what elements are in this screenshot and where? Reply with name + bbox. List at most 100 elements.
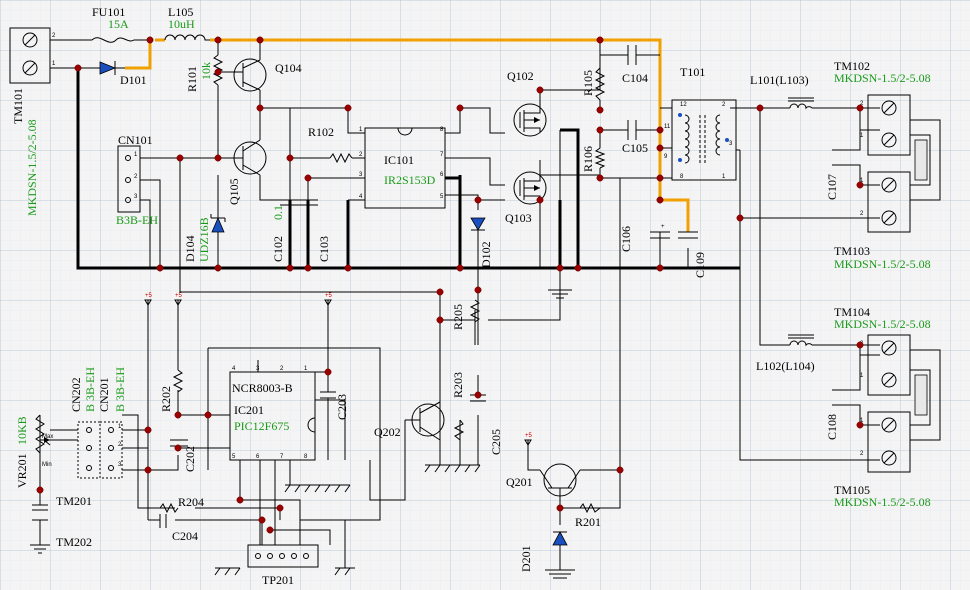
svg-text:1: 1 xyxy=(118,424,122,430)
power-flag-label: +5 xyxy=(145,293,153,299)
terminal-tm102: 21 xyxy=(860,94,911,156)
svg-text:3: 3 xyxy=(729,141,733,147)
svg-text:12: 12 xyxy=(680,102,687,108)
label-tm101: TM101 xyxy=(11,88,25,124)
fuse-fu101 xyxy=(91,37,150,43)
value-c102: 0.1 xyxy=(271,205,285,220)
label-cn101: CN101 xyxy=(118,133,153,147)
label-r102: R102 xyxy=(308,125,334,139)
label-q104: Q104 xyxy=(275,61,302,75)
terminal-tm103: 12 xyxy=(860,171,911,233)
label-r204: R204 xyxy=(178,495,204,509)
inductor-l105 xyxy=(164,34,210,41)
capacitor-c204 xyxy=(159,514,167,528)
capacitor-c203 xyxy=(320,391,336,412)
label-cn202: CN202 xyxy=(69,377,83,412)
value-vr201: 10KB xyxy=(15,416,29,445)
svg-text:8: 8 xyxy=(680,174,684,180)
label-q201: Q201 xyxy=(506,475,533,489)
label-d104: D104 xyxy=(183,235,197,262)
svg-text:11: 11 xyxy=(664,124,671,130)
svg-text:2: 2 xyxy=(134,174,138,180)
svg-text:1: 1 xyxy=(359,127,363,133)
signal-wires xyxy=(39,39,941,570)
label-tm202: TM202 xyxy=(56,535,92,549)
transistor-q105 xyxy=(233,139,267,176)
label-c105: C105 xyxy=(622,141,648,155)
svg-text:2: 2 xyxy=(860,211,864,217)
capacitor-c109 xyxy=(678,231,698,239)
type-cn201: B 3B-EH xyxy=(113,367,127,412)
svg-text:1: 1 xyxy=(860,178,864,184)
svg-text:4: 4 xyxy=(359,194,363,200)
label-tm102: TM102 xyxy=(834,59,870,73)
capacitor-c107 xyxy=(832,149,852,166)
mosfet-q102 xyxy=(513,103,547,137)
type-tm103: MKDSN-1.5/2-5.08 xyxy=(834,257,931,271)
type-cn101: B3B-EH xyxy=(116,213,158,227)
terminal-tm105: 12 xyxy=(860,411,911,473)
resistor-r101 xyxy=(212,54,224,86)
type-cn202: B 3B-EH xyxy=(83,367,97,412)
inductor-l101 xyxy=(788,97,814,110)
svg-text:7: 7 xyxy=(440,152,444,158)
svg-text:2: 2 xyxy=(280,366,284,372)
svg-text:8: 8 xyxy=(304,454,308,460)
capacitor-c106: + xyxy=(650,224,670,239)
svg-text:3: 3 xyxy=(134,194,138,200)
type-tm105: MKDSN-1.5/2-5.08 xyxy=(834,495,931,509)
label-c106: C106 xyxy=(619,226,633,252)
svg-text:1: 1 xyxy=(52,61,56,67)
capacitor-c103 xyxy=(298,199,318,206)
label-r101: R101 xyxy=(185,66,199,92)
svg-text:2: 2 xyxy=(118,442,122,448)
resistor-r102 xyxy=(329,152,353,164)
svg-text:4: 4 xyxy=(232,366,236,372)
label-vr201: VR201 xyxy=(15,453,29,488)
svg-text:6: 6 xyxy=(256,454,260,460)
svg-text:7: 7 xyxy=(280,454,284,460)
inductor-l102 xyxy=(788,334,814,347)
value-ic201: PIC12F675 xyxy=(234,419,289,433)
value-d104: UDZ16B xyxy=(197,217,211,262)
label-r205: R205 xyxy=(451,304,465,330)
svg-text:3: 3 xyxy=(118,462,122,468)
resistor-r202 xyxy=(172,369,184,393)
diode-d101 xyxy=(99,61,125,75)
label-l102: L102(L104) xyxy=(756,359,815,373)
capacitor-c104 xyxy=(625,45,640,65)
label-c103: C103 xyxy=(317,236,331,262)
label-c204: C204 xyxy=(172,529,198,543)
label-tm103: TM103 xyxy=(834,244,870,258)
label-tm105: TM105 xyxy=(834,483,870,497)
mosfet-q103 xyxy=(513,171,547,210)
svg-text:8: 8 xyxy=(440,127,444,133)
label-min: Min xyxy=(42,462,52,468)
label-r201: R201 xyxy=(575,515,601,529)
component-labels: FU101 15A L105 10uH D101 Q104 CN101 B3B-… xyxy=(42,5,931,587)
label-ic201: IC201 xyxy=(234,403,264,417)
label-d102: D102 xyxy=(479,241,493,268)
label-l101: L101(L103) xyxy=(750,73,809,87)
label-tp201: TP201 xyxy=(262,573,294,587)
diode-d201 xyxy=(552,531,568,546)
svg-text:2: 2 xyxy=(860,451,864,457)
svg-text:2: 2 xyxy=(359,152,363,158)
label-q105: Q105 xyxy=(227,178,241,205)
label-cn201: CN201 xyxy=(97,377,111,412)
svg-text:3: 3 xyxy=(359,172,363,178)
terminal-tm201 xyxy=(32,504,48,511)
ground-symbols xyxy=(30,268,575,579)
label-d101: D101 xyxy=(120,73,147,87)
transistor-q201 xyxy=(539,463,581,497)
resistor-r203 xyxy=(453,419,465,465)
resistor-r106 xyxy=(594,147,606,169)
label-tm104: TM104 xyxy=(834,305,870,319)
label-t101: T101 xyxy=(680,65,705,79)
svg-text:2: 2 xyxy=(860,101,864,107)
output-filter-blocks xyxy=(914,139,928,416)
value-fu101: 15A xyxy=(108,17,129,31)
